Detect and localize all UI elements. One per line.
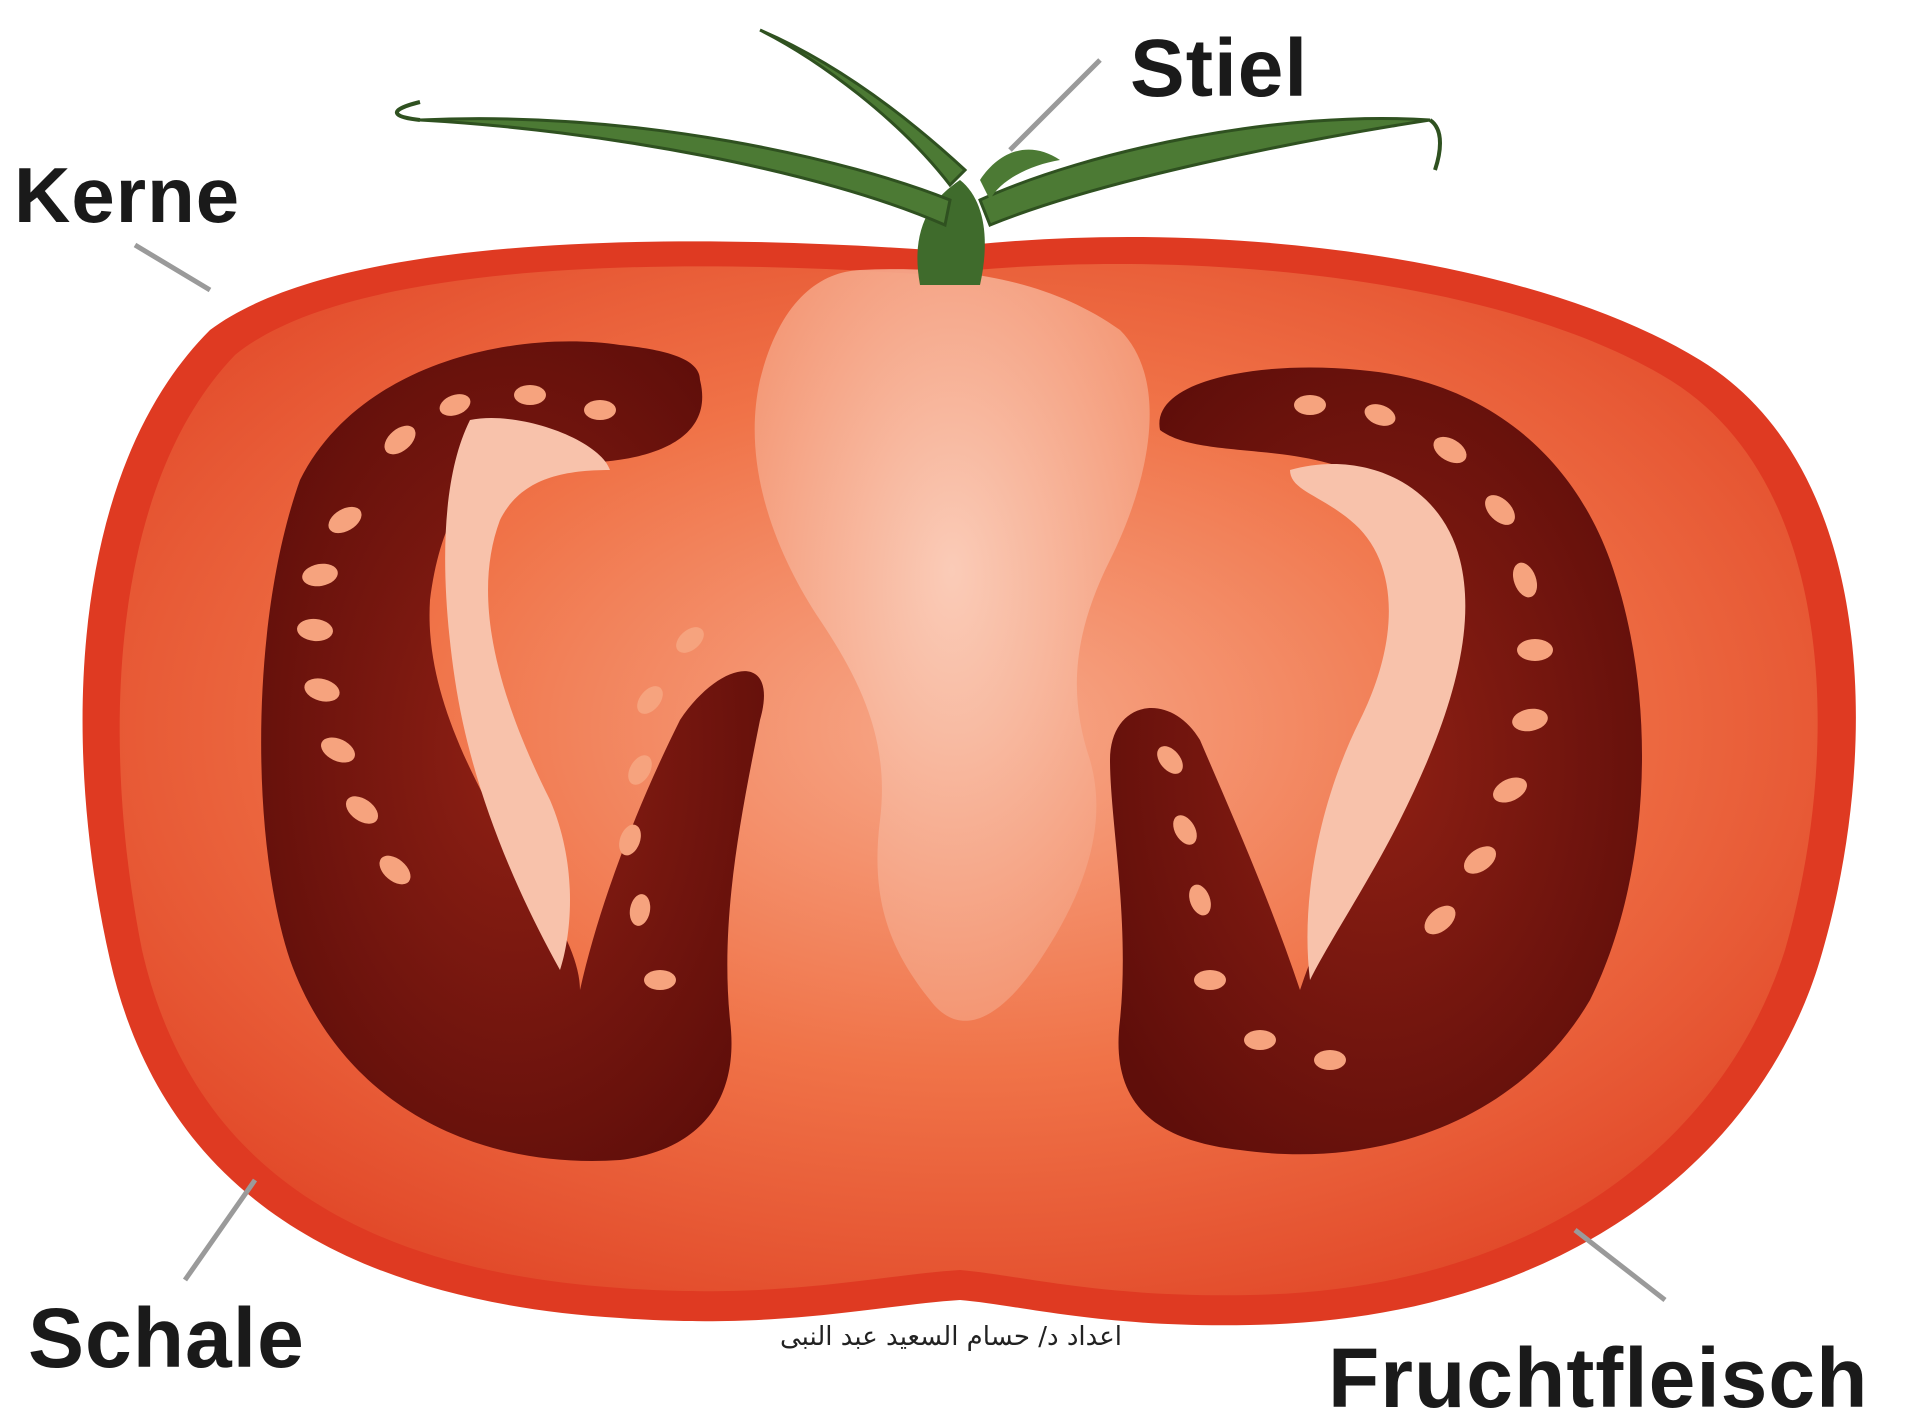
leader-line-fruchtfleisch xyxy=(1575,1230,1665,1300)
label-stiel: Stiel xyxy=(1130,22,1308,116)
credit-text: اعداد د/ حسام السعيد عبد النبى xyxy=(780,1322,1122,1352)
leader-line-kerne xyxy=(135,245,210,290)
leader-line-stiel xyxy=(1010,60,1100,150)
label-fruchtfleisch: Fruchtfleisch xyxy=(1328,1330,1868,1427)
label-schale: Schale xyxy=(28,1290,305,1387)
label-kerne: Kerne xyxy=(14,150,240,241)
leader-line-schale xyxy=(185,1180,255,1280)
